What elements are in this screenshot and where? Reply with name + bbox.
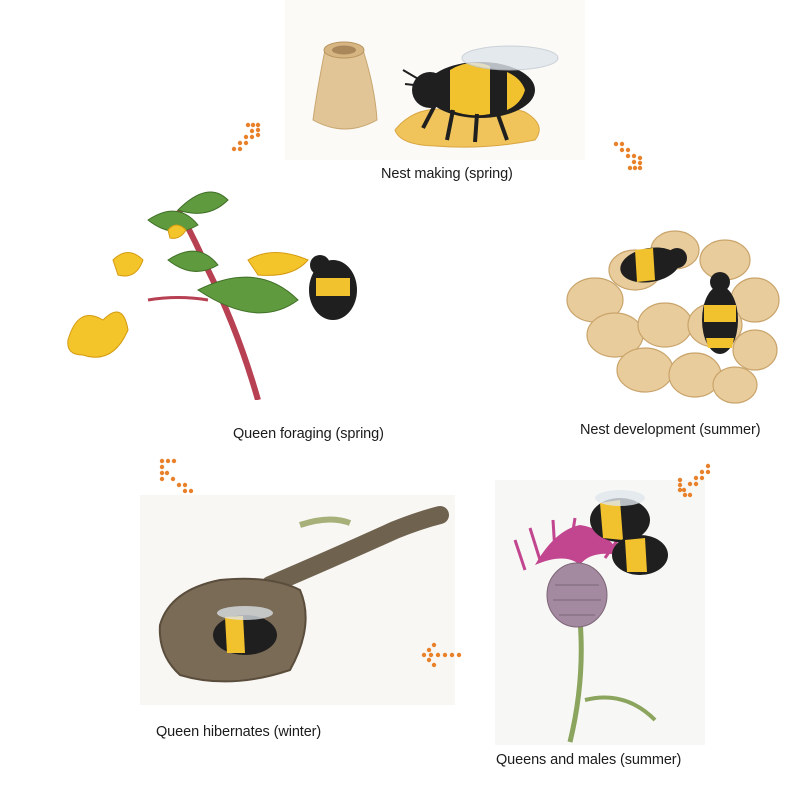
bee-icon: [590, 490, 650, 542]
bee-icon: [309, 255, 357, 320]
arrow-cycle-icon: [610, 138, 652, 180]
bee-icon: [612, 535, 668, 575]
arrow-cycle-icon: [228, 116, 270, 156]
nest-making-illustration: [285, 0, 585, 160]
bee-icon: [702, 272, 738, 354]
stage-label-nest-making: Nest making (spring): [381, 166, 513, 182]
stage-label-queens-and-males: Queens and males (summer): [496, 752, 681, 768]
bee-icon: [213, 606, 277, 655]
nest-development-illustration: [555, 210, 785, 410]
queen-hibernates-illustration: [140, 495, 455, 705]
stage-label-queen-hibernates: Queen hibernates (winter): [156, 724, 321, 740]
arrow-cycle-icon: [672, 460, 716, 504]
queen-foraging-illustration: [58, 180, 388, 400]
arrow-cycle-icon: [155, 455, 197, 499]
stage-label-nest-development: Nest development (summer): [580, 422, 760, 438]
queens-and-males-illustration: [495, 470, 705, 750]
stage-label-queen-foraging: Queen foraging (spring): [233, 426, 384, 442]
arrow-cycle-icon: [416, 640, 462, 670]
